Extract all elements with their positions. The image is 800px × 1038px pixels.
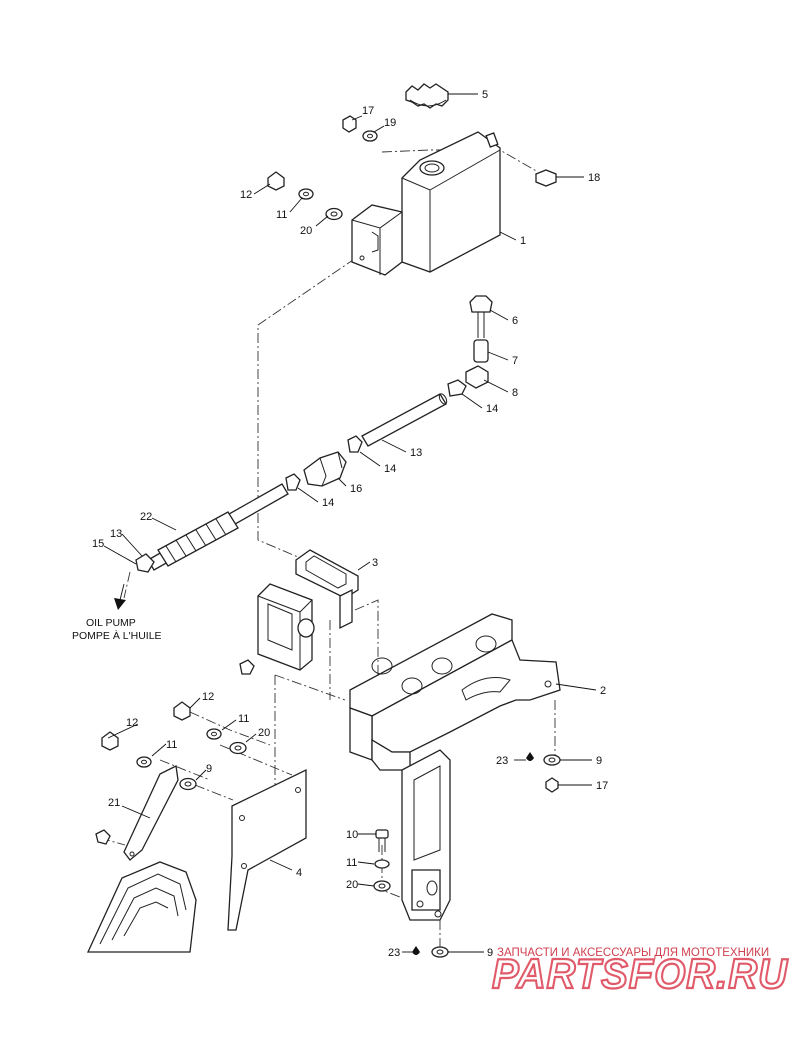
callout-16: 16 (350, 483, 362, 495)
oil-pump-note: OIL PUMP POMPE À L'HUILE (72, 617, 162, 642)
tank-outlet-fittings (447, 295, 493, 397)
left-hardware (95, 701, 247, 845)
watermark-brand: PARTSFOR.RU (492, 950, 789, 997)
callout-labels: 5 17 19 18 12 11 20 1 6 7 8 14 13 14 16 … (92, 89, 608, 959)
oil-tank (351, 131, 501, 276)
support-strap (123, 765, 179, 861)
frame-hardware (412, 752, 561, 958)
callout-6: 6 (512, 315, 518, 327)
support-plate (227, 768, 307, 931)
callout-13: 13 (410, 447, 422, 459)
callout-7: 7 (512, 355, 518, 367)
callout-14: 14 (486, 403, 498, 415)
callout-12: 12 (202, 691, 214, 703)
callout-9: 9 (487, 947, 493, 959)
callout-14: 14 (322, 497, 334, 509)
callout-1: 1 (520, 235, 526, 247)
filler-cap (405, 83, 449, 109)
oil-pump-label-fr: POMPE À L'HUILE (72, 629, 162, 642)
callout-19: 19 (384, 117, 396, 129)
callout-5: 5 (482, 89, 488, 101)
oil-hose-upper (361, 393, 448, 447)
callout-8: 8 (512, 387, 518, 399)
callout-20: 20 (346, 879, 358, 891)
callout-20: 20 (300, 225, 312, 237)
hose-clamps (285, 435, 363, 491)
callout-15: 15 (92, 538, 104, 550)
oil-pump-arrow (114, 583, 126, 610)
bolt-stack (373, 829, 391, 892)
callout-20: 20 (258, 727, 270, 739)
callout-21: 21 (108, 797, 120, 809)
engine-shroud (86, 861, 197, 953)
leader-lines (103, 93, 597, 953)
oil-filter (303, 451, 347, 487)
tank-hardware (267, 115, 557, 221)
callout-12: 12 (126, 717, 138, 729)
callout-9: 9 (206, 763, 212, 775)
callout-4: 4 (296, 867, 302, 879)
callout-22: 22 (140, 511, 152, 523)
callout-23: 23 (496, 755, 508, 767)
callout-17: 17 (362, 105, 374, 117)
callout-13: 13 (110, 528, 122, 540)
callout-2: 2 (600, 685, 606, 697)
oil-pump-label: OIL PUMP (86, 617, 136, 629)
callout-17: 17 (596, 780, 608, 792)
callout-23: 23 (388, 947, 400, 959)
callout-12: 12 (240, 189, 252, 201)
callout-9: 9 (596, 755, 602, 767)
mounting-bracket-3 (295, 549, 359, 630)
frame-bracket (349, 613, 561, 921)
watermark-caption: ЗАПЧАСТИ И АКСЕССУАРЫ ДЛЯ МОТОТЕХНИКИ (497, 947, 769, 959)
callout-11: 11 (166, 739, 177, 751)
reservoir-block (239, 583, 315, 675)
callout-11: 11 (238, 713, 249, 725)
callout-11: 11 (276, 209, 287, 221)
callout-18: 18 (588, 172, 600, 184)
callout-11: 11 (346, 857, 357, 869)
oil-hose-lower (135, 483, 289, 573)
callout-14: 14 (384, 463, 396, 475)
callout-10: 10 (346, 829, 358, 841)
callout-3: 3 (372, 557, 378, 569)
watermark: ЗАПЧАСТИ И АКСЕССУАРЫ ДЛЯ МОТОТЕХНИКИ PA… (491, 947, 789, 998)
